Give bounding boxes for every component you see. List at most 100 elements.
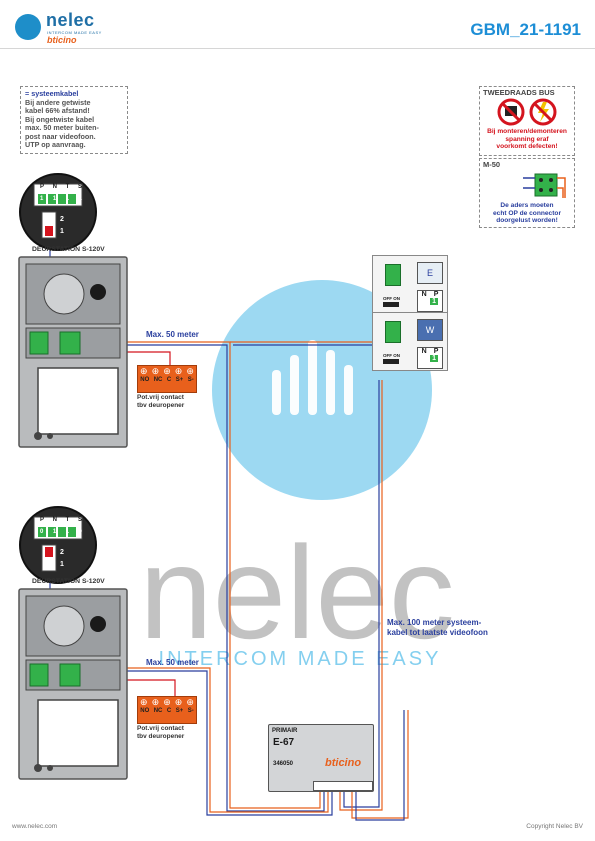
dip-header: N: [52, 517, 57, 523]
relay-terminal-lower: ⊕⊕⊕⊕⊕ NO NC C S+ S-: [137, 696, 197, 724]
watermark-bars-icon: [272, 340, 353, 415]
system-cable-length-label: Max. 100 meter systeem- kabel tot laatst…: [387, 618, 488, 638]
psu-model: E-67: [273, 737, 295, 748]
dip-value: 1: [78, 196, 82, 202]
bus-warning-line: voorkomt defecten!: [496, 143, 558, 150]
door-station-panel-upper: [18, 256, 128, 448]
note-line: UTP op aanvraag.: [25, 140, 86, 149]
monitor-screen: W: [417, 319, 443, 341]
brand-tagline: INTERCOM MADE EASY: [47, 30, 102, 35]
dip-value: 1: [40, 196, 44, 202]
relay-terminal: S+: [175, 377, 184, 383]
monitor-switch: [383, 302, 399, 307]
note-line: max. 50 meter buiten-: [25, 123, 99, 132]
monitor-switch-label: OFF ON: [383, 353, 400, 358]
m50-title: M-50: [483, 160, 501, 169]
switch-label: 2: [60, 216, 64, 223]
bus-warning-box: TWEEDRAADS BUS Bij monteren/demonteren s…: [479, 86, 575, 156]
dip-value: 1: [65, 529, 70, 535]
relay-caption-line: tbv deuropener: [137, 401, 185, 409]
psu-part-number: 346050: [273, 761, 294, 767]
watermark-tagline: INTERCOM MADE EASY: [159, 648, 442, 670]
system-cable-note: = systeemkabel Bij andere getwiste kabel…: [20, 86, 128, 154]
power-supply-e67: PRIMAIR E-67 bticino 346050: [268, 724, 374, 792]
note-line: Bij andere getwiste: [25, 97, 91, 107]
relay-caption-lower: Pot.vrij contact tbv deuropener: [137, 725, 184, 740]
relay-terminal: C: [166, 377, 172, 383]
no-plug-icon: [497, 98, 557, 125]
footer-website[interactable]: www.nelec.com: [12, 823, 58, 830]
np-value: 1: [430, 298, 438, 305]
psu-brand: bticino: [325, 757, 362, 769]
dip-value: 0: [78, 529, 82, 535]
bus-warning-line: spanning eraf: [505, 135, 549, 143]
cable-orange-return: [339, 380, 383, 811]
bus-title: TWEEDRAADS BUS: [483, 88, 555, 97]
m50-line: doorgelust worden!: [496, 217, 558, 224]
switch-label: 1: [60, 561, 64, 568]
door-station-label: DEURSTATION S-120V: [32, 246, 105, 253]
switch-label: 2: [60, 549, 64, 556]
switch-label: 1: [60, 228, 64, 235]
m50-box: M-50 De aders moeten echt OP de connecto…: [479, 158, 575, 228]
monitor-connector-icon: [385, 264, 401, 286]
door-station-panel-lower: [18, 588, 128, 780]
footer-copyright: Copyright Nelec BV: [526, 823, 583, 830]
np-header: N: [421, 291, 427, 298]
note-line: post naar videofoon.: [25, 131, 96, 141]
dip-header: P: [40, 517, 45, 523]
np-value: 1: [430, 355, 438, 362]
np-header: P: [433, 291, 439, 298]
dip-value: 1: [52, 196, 57, 202]
brand-name: nelec: [46, 10, 95, 30]
max-distance-label-upper: Max. 50 meter: [146, 330, 199, 339]
system-cable-line: kabel tot laatste videofoon: [387, 628, 488, 637]
cable-blue-lower: [118, 670, 333, 816]
monitor-switch-label: OFF ON: [383, 296, 400, 301]
monitor-connector-icon: [385, 321, 401, 343]
dip-switch-zoom-lower: P N T S 0 1 1 0 2 1: [18, 505, 98, 585]
dip-switch-zoom-upper: P N T S 1 1 1 1 2 1: [18, 172, 98, 252]
dip-value: 0: [40, 529, 44, 535]
relay-terminal: S+: [175, 708, 184, 714]
m50-line: De aders moeten: [500, 202, 554, 209]
relay-terminal: NO: [140, 377, 150, 383]
cable-orange-upper: [118, 341, 321, 809]
note-line: Bij ongetwiste kabel: [25, 114, 95, 124]
relay-terminal: NC: [153, 708, 163, 714]
dip-header: N: [52, 184, 57, 190]
cable-power-out: [351, 710, 409, 819]
header-divider: [0, 48, 595, 49]
dip-header: T: [65, 517, 70, 523]
dip-value: 1: [52, 529, 57, 535]
relay-terminal: NO: [140, 708, 150, 714]
cable-blue-return: [343, 380, 380, 808]
dip-header: P: [40, 184, 45, 190]
document-code: GBM_21-1191: [470, 20, 581, 39]
dip-header: T: [65, 184, 70, 190]
m50-line: echt OP de connector: [492, 209, 562, 217]
relay-caption-line: Pot.vrij contact: [137, 394, 184, 401]
note-title: = systeemkabel: [25, 89, 79, 98]
relay-terminal: S-: [187, 708, 194, 714]
relay-terminal: C: [166, 708, 172, 714]
brand-partner: bticino: [47, 35, 77, 45]
dip-value: 1: [65, 196, 70, 202]
relay-terminal-upper: ⊕⊕⊕⊕⊕ NO NC C S+ S-: [137, 365, 197, 393]
watermark-word: nelec: [139, 519, 455, 666]
monitor-screen: E: [417, 262, 443, 284]
relay-caption-line: Pot.vrij contact: [137, 725, 184, 732]
monitor-switch: [383, 359, 399, 364]
door-station-label: DEURSTATION S-120V: [32, 578, 105, 585]
bus-warning-line: Bij monteren/demonteren: [487, 128, 567, 135]
dip-header: S: [77, 184, 82, 190]
relay-terminal: S-: [187, 377, 194, 383]
max-distance-label-lower: Max. 50 meter: [146, 658, 199, 667]
relay-terminal: NC: [153, 377, 163, 383]
relay-caption-line: tbv deuropener: [137, 732, 185, 740]
